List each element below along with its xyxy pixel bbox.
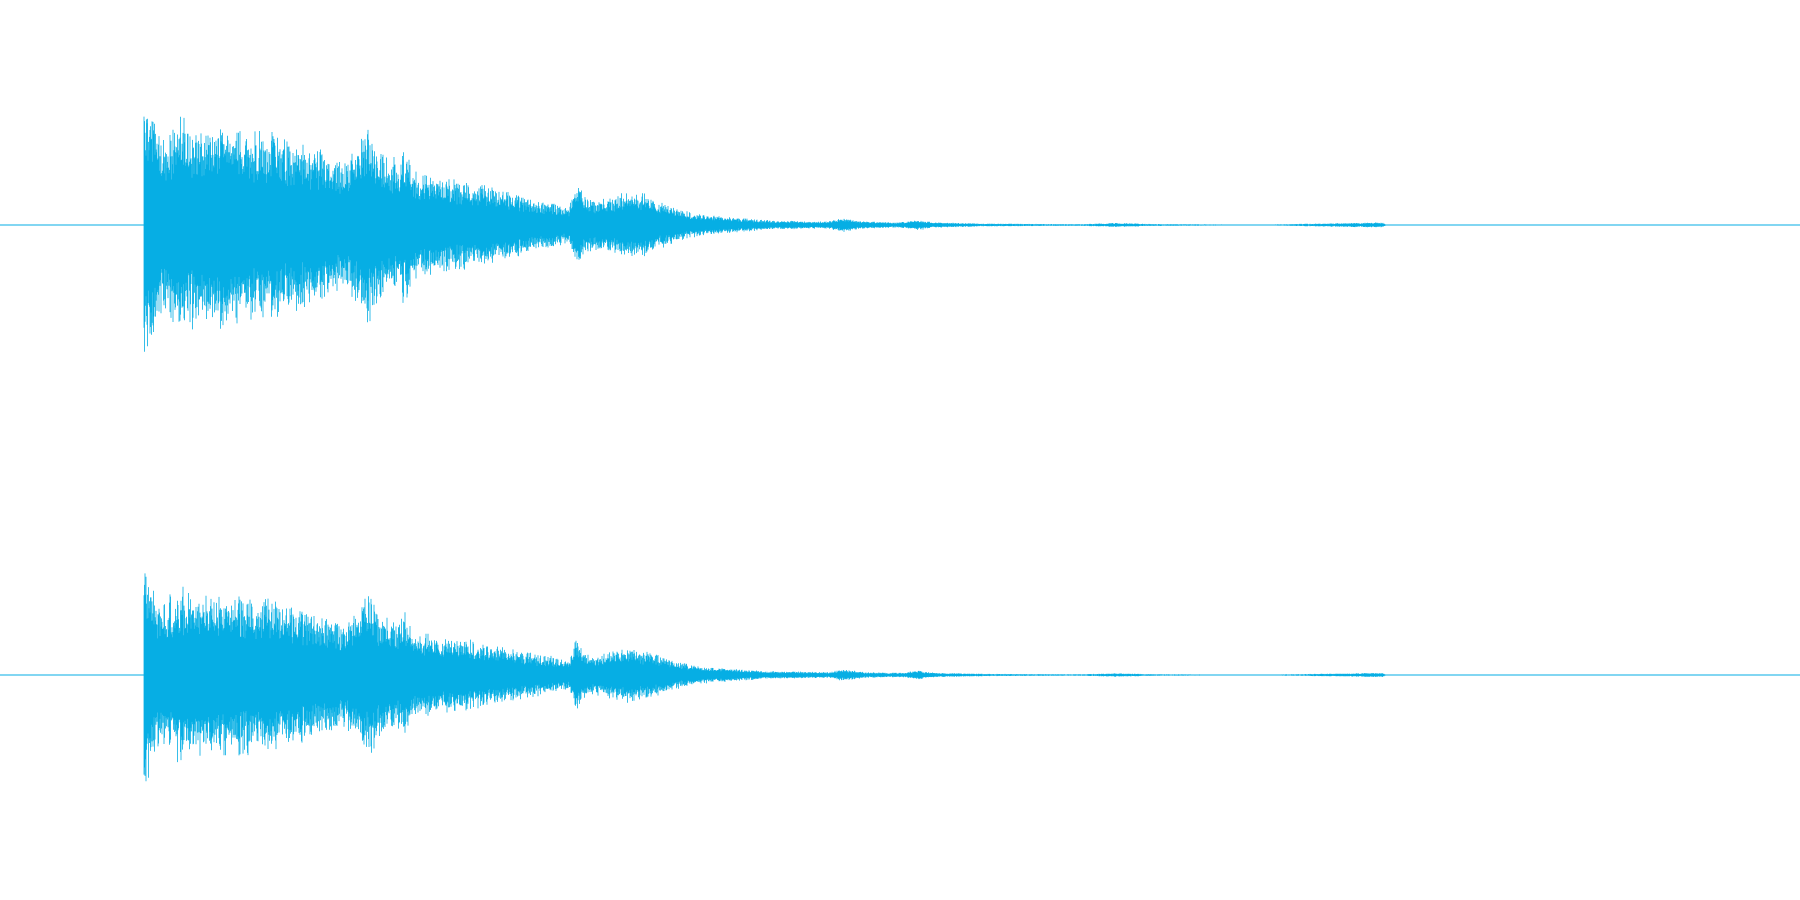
channel-2-amplitude <box>143 573 1695 782</box>
channel-1-waveform <box>0 116 1800 352</box>
channel-1-amplitude <box>143 116 1696 352</box>
channel-2-waveform <box>0 573 1800 782</box>
